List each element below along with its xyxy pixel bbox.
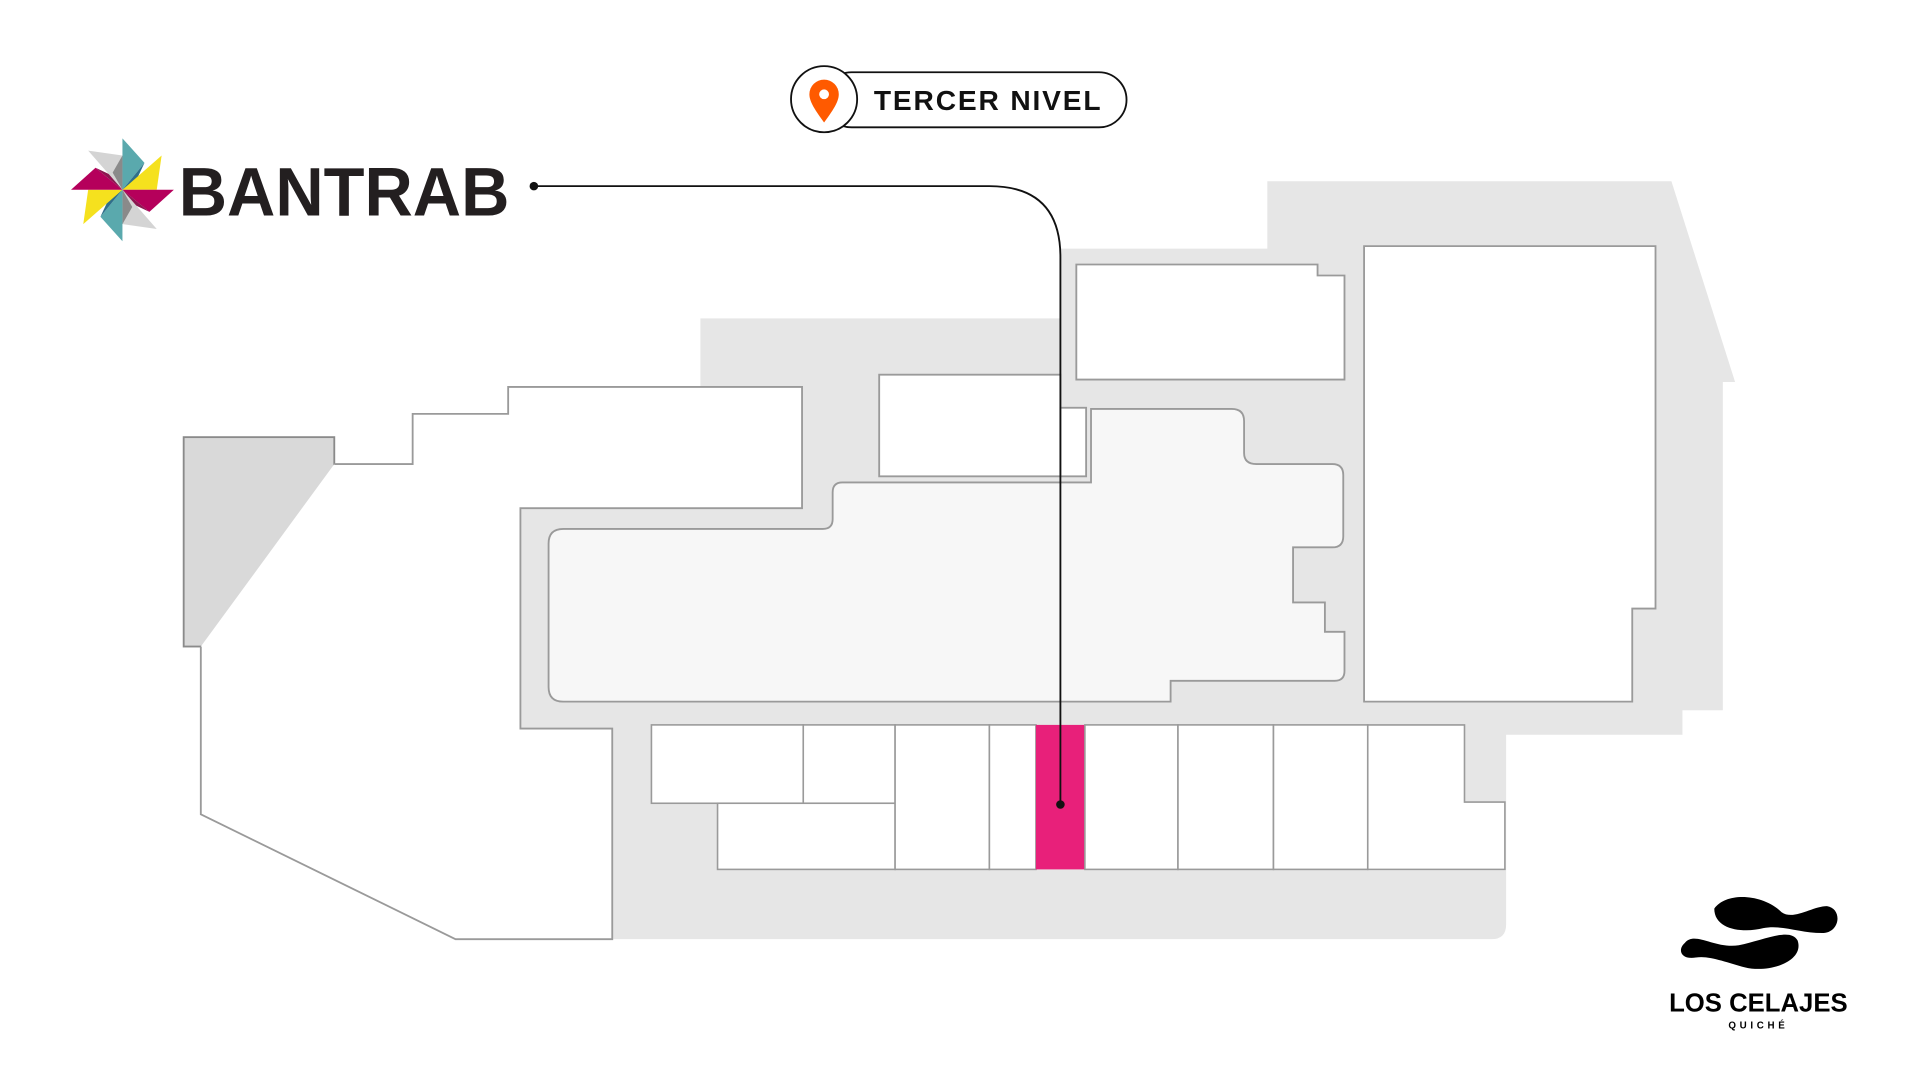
bantrab-wordmark: BANTRAB [179, 154, 510, 231]
mall-name: LOS CELAJES [1669, 989, 1848, 1017]
store-bottom-4[interactable] [894, 724, 991, 871]
store-upper-1b[interactable] [1059, 406, 1088, 478]
leader-line [533, 185, 1062, 805]
store-bottom-5[interactable] [988, 724, 1037, 871]
store-bottom-10[interactable] [1366, 724, 1506, 871]
store-bottom-2[interactable] [802, 724, 896, 805]
mall-location: QUICHÉ [1728, 1021, 1788, 1032]
level-label: TERCER NIVEL [874, 85, 1103, 116]
store-bottom-9[interactable] [1272, 724, 1369, 871]
level-badge: TERCER NIVEL [790, 65, 1128, 134]
store-bottom-7[interactable] [1084, 724, 1179, 871]
store-upper-2[interactable] [1075, 263, 1346, 381]
store-bottom-1[interactable] [650, 724, 805, 805]
leader-start-dot [529, 181, 539, 191]
cloud-wave-icon [1714, 896, 1838, 934]
pinwheel-icon [71, 138, 174, 242]
store-upper-1[interactable] [878, 373, 1062, 478]
anchor-store-right[interactable] [1363, 245, 1657, 703]
building-left[interactable] [199, 386, 803, 941]
location-dot [1056, 800, 1065, 809]
store-bottom-8[interactable] [1177, 724, 1275, 871]
location-pin-icon [809, 79, 839, 123]
store-bottom-3[interactable] [716, 802, 896, 871]
bantrab-logo: BANTRAB [71, 138, 510, 242]
central-plaza [547, 408, 1346, 703]
los-celajes-logo: LOS CELAJES QUICHÉ [1669, 896, 1848, 1032]
cloud-wave-icon-lower [1680, 934, 1799, 969]
